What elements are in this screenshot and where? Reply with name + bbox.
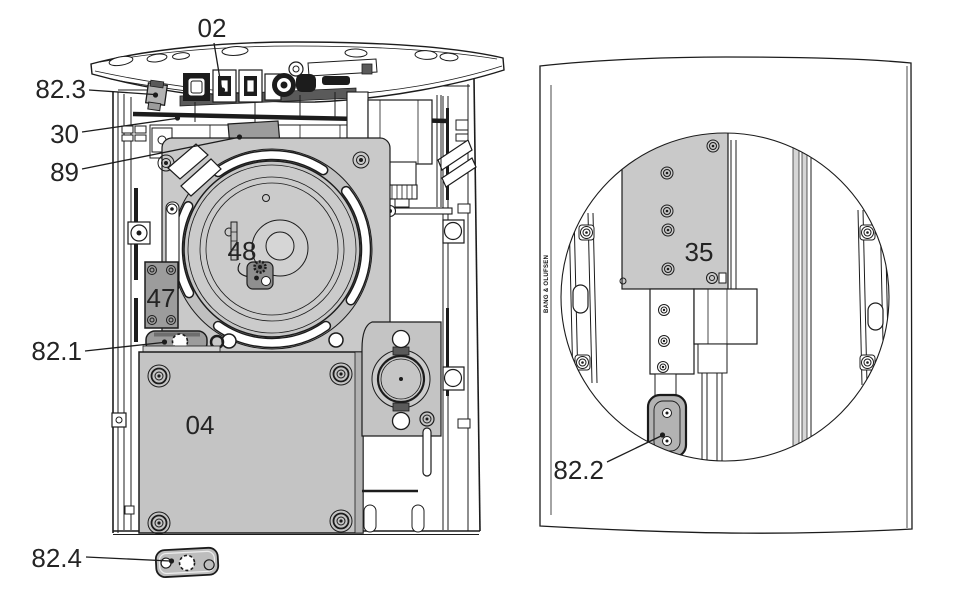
part-label-82-3: 82.3	[35, 74, 86, 104]
left-rail	[568, 212, 598, 384]
plate-04	[138, 345, 364, 535]
fin-left-a	[167, 143, 209, 180]
callout-89: 89	[50, 134, 243, 187]
detail-circle	[560, 132, 890, 462]
bracket-82-4	[154, 546, 220, 578]
part-label-30: 30	[50, 119, 79, 149]
part-48	[246, 260, 274, 290]
part-label-02: 02	[198, 13, 227, 43]
slide-bracket	[649, 288, 758, 398]
part-label-48: 48	[228, 236, 257, 266]
square-connector-2	[238, 69, 263, 103]
far-right-rail	[857, 209, 889, 386]
part-label-47: 47	[147, 283, 176, 313]
callout-02: 02	[198, 13, 227, 93]
brand-vertical-text: BANG & OLUFSEN	[544, 255, 550, 313]
chassis	[111, 77, 481, 535]
callout-48: 48	[228, 236, 259, 281]
motor-plate	[361, 321, 442, 533]
right-rails	[792, 133, 812, 461]
callout-30: 30	[50, 115, 181, 149]
connector-panel	[179, 61, 357, 122]
part-label-82-4: 82.4	[31, 543, 82, 573]
hex-screw	[288, 61, 304, 77]
fin-left-b	[180, 158, 222, 197]
platter-slots	[172, 149, 372, 349]
square-connector-1	[212, 69, 237, 103]
guide-pin	[422, 427, 432, 477]
part-label-04: 04	[186, 410, 215, 440]
part-label-82-2: 82.2	[553, 455, 604, 485]
callout-82-2: 82.2	[553, 432, 666, 485]
plate-screws	[157, 151, 370, 349]
callout-82-1: 82.1	[31, 336, 168, 366]
callout-82-4: 82.4	[31, 543, 175, 573]
plate-04-screws	[147, 362, 353, 535]
callout-82-3: 82.3	[35, 74, 159, 104]
optical-connector	[183, 73, 210, 101]
left-diagram: 02 82.3 30 89 48 47 82.1 04	[31, 13, 505, 578]
latch-block	[296, 74, 316, 92]
right-diagram: BANG & OLUFSEN	[539, 56, 913, 534]
latch-bar	[322, 76, 350, 85]
plate-35	[619, 133, 729, 290]
plate-47	[144, 261, 179, 329]
detail-circle-content	[568, 133, 889, 461]
mech-plate	[157, 137, 391, 363]
round-connector	[272, 73, 296, 97]
part-label-89: 89	[50, 157, 79, 187]
part-label-35: 35	[685, 237, 714, 267]
part-label-82-1: 82.1	[31, 336, 82, 366]
